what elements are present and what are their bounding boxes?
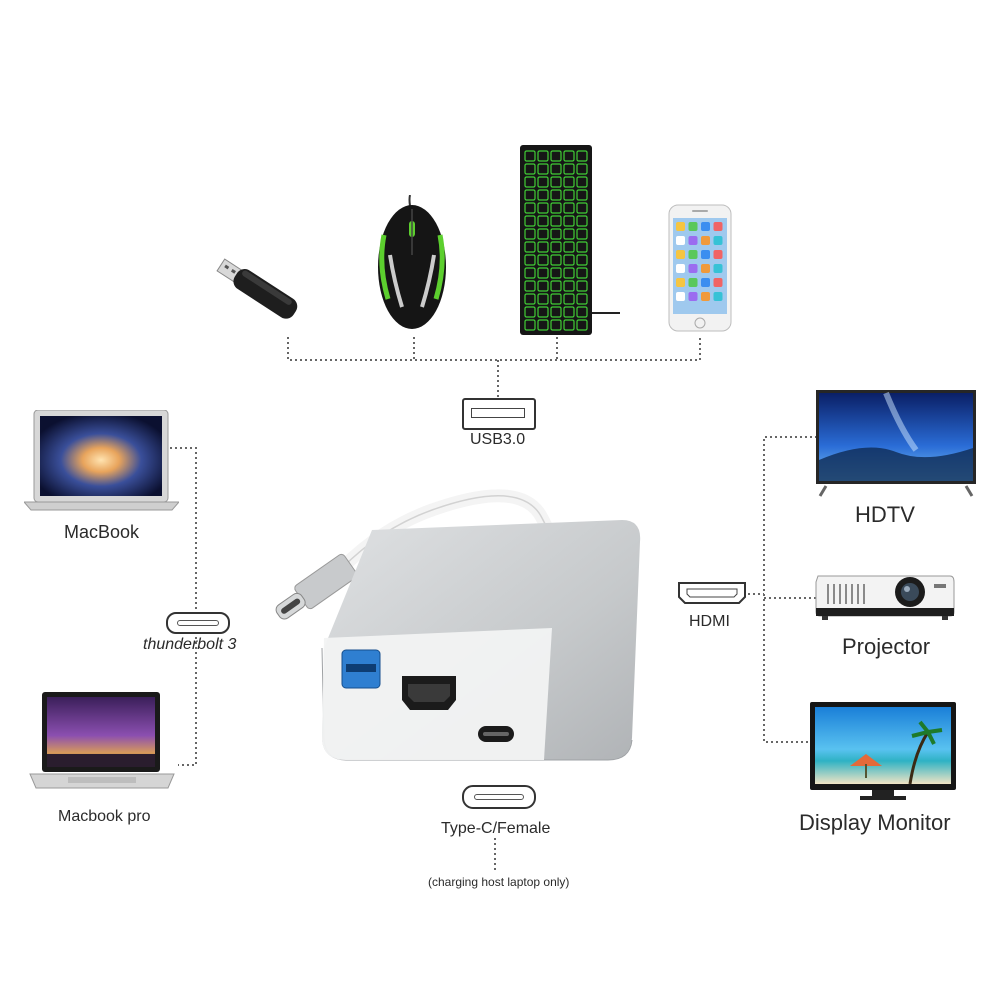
phone-app-icon [676, 292, 685, 301]
hdmi-bracket-line [764, 437, 817, 742]
phone-app-icon [701, 250, 710, 259]
thunderbolt-port-icon [166, 612, 230, 634]
phone-app-icon [689, 264, 698, 273]
macbook-pro-label: Macbook pro [58, 808, 151, 826]
phone-app-icon [701, 264, 710, 273]
phone-app-icon [689, 250, 698, 259]
phone-app-icon [701, 278, 710, 287]
macbook-pro-laptop-icon [28, 692, 176, 798]
usb-port-icon [462, 398, 536, 430]
projector-label: Projector [842, 634, 930, 660]
typec-note: (charging host laptop only) [428, 875, 569, 889]
usb-label: USB3.0 [470, 431, 525, 449]
phone-app-icon [689, 236, 698, 245]
phone-app-icon [714, 222, 723, 231]
phone-app-icon [689, 278, 698, 287]
gaming-mouse-icon [372, 195, 452, 335]
phone-app-icon [689, 222, 698, 231]
smartphone-icon [668, 204, 732, 332]
phone-app-icon [714, 278, 723, 287]
macbook-laptop-icon [24, 410, 179, 518]
hdtv-label: HDTV [855, 502, 915, 528]
phone-app-icon [714, 292, 723, 301]
monitor-icon [810, 702, 958, 802]
monitor-label: Display Monitor [799, 810, 951, 836]
phone-app-icon [714, 250, 723, 259]
phone-app-icon [714, 236, 723, 245]
usb-flash-drive-icon [210, 250, 305, 335]
usb-bus-line [288, 337, 700, 360]
projector-icon [814, 570, 956, 622]
typec-port-icon [462, 785, 536, 809]
phone-app-icon [676, 278, 685, 287]
backlit-keyboard-icon [520, 145, 620, 337]
typec-label: Type-C/Female [441, 820, 550, 838]
phone-app-icon [689, 292, 698, 301]
hdmi-port-icon [678, 582, 746, 604]
phone-app-icon [676, 236, 685, 245]
phone-app-icon [714, 264, 723, 273]
phone-app-icon [701, 236, 710, 245]
hdmi-label: HDMI [689, 613, 730, 631]
macbook-label: MacBook [64, 522, 139, 543]
phone-app-icon [676, 264, 685, 273]
usb-c-hub-adapter [262, 478, 652, 768]
thunderbolt-label: thunderbolt 3 [143, 636, 236, 654]
hdtv-icon [816, 390, 978, 498]
phone-app-icon [701, 222, 710, 231]
phone-app-icon [676, 222, 685, 231]
phone-app-icon [676, 250, 685, 259]
phone-app-icon [701, 292, 710, 301]
